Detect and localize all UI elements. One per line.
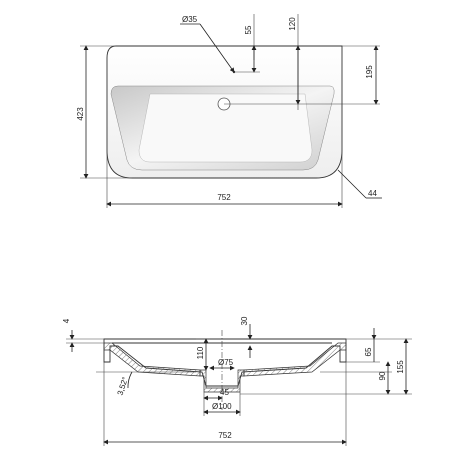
dim-width-752-section: 752 bbox=[218, 431, 232, 440]
dim-edge-4: 4 bbox=[62, 318, 71, 323]
section-wall-right bbox=[243, 342, 347, 377]
section-view: 4 30 110 Ø75 45 Ø100 3,52° 65 90 bbox=[62, 316, 412, 446]
dim-height-423: 423 bbox=[76, 107, 85, 121]
dim-radius-44: 44 bbox=[368, 189, 377, 198]
dim-height-155: 155 bbox=[396, 360, 405, 374]
top-view: Ø35 55 120 195 423 752 44 bbox=[76, 14, 382, 208]
dim-offset-55: 55 bbox=[244, 25, 253, 34]
dim-base-diameter: Ø100 bbox=[212, 402, 232, 411]
dim-offset-45: 45 bbox=[220, 388, 229, 397]
dim-outlet-diameter: Ø75 bbox=[218, 358, 234, 367]
dim-hole-diameter: Ø35 bbox=[182, 15, 198, 24]
basin-floor bbox=[138, 93, 313, 163]
dim-depth-110: 110 bbox=[196, 346, 205, 359]
dim-width-752-top: 752 bbox=[217, 193, 231, 202]
dim-height-65: 65 bbox=[364, 347, 373, 356]
dim-depth-195: 195 bbox=[365, 65, 374, 79]
section-drain bbox=[199, 369, 245, 393]
dim-depth-120: 120 bbox=[288, 17, 297, 31]
section-wall-left bbox=[103, 342, 201, 377]
dim-depth-30: 30 bbox=[240, 316, 249, 325]
dim-height-90: 90 bbox=[378, 371, 387, 380]
